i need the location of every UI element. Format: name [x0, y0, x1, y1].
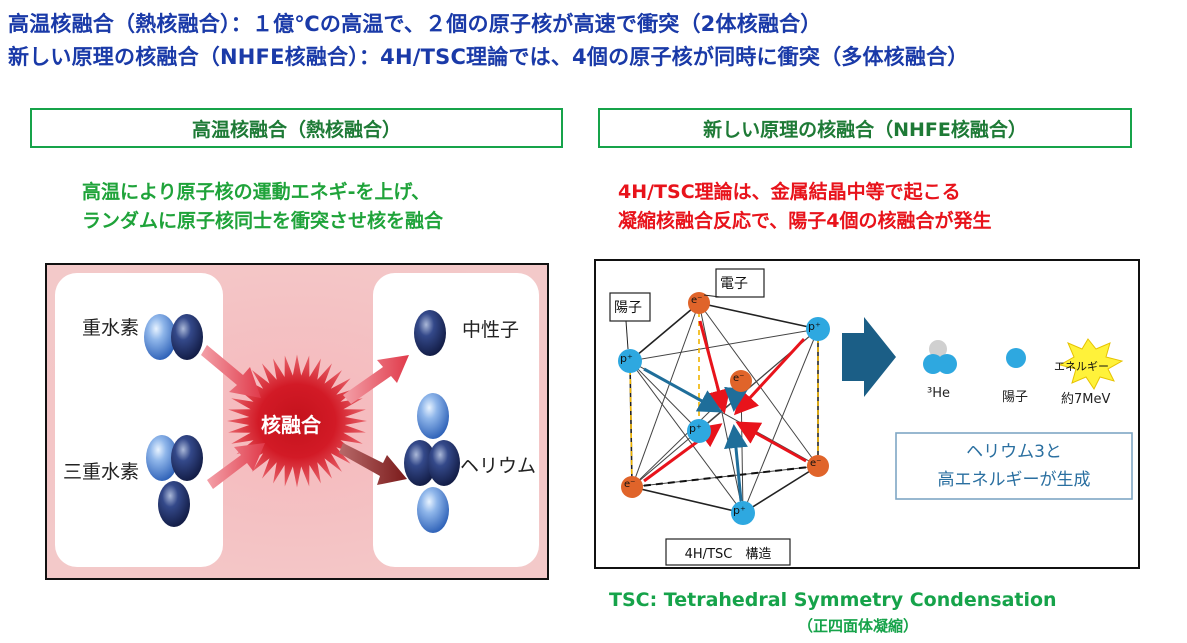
outgoing-arrow-bottom-icon [339, 443, 407, 485]
proton-nodes [618, 317, 830, 525]
tsc-definition-jp: （正四面体凝縮） [798, 617, 919, 635]
result-line-1: ヘリウム3と [966, 442, 1062, 462]
header-line-2: 新しい原理の核融合（NHFE核融合）：4H/TSC理論では、4個の原子核が同時に… [8, 45, 969, 69]
right-description-line-1: 4H/TSC理論は、金属結晶中等で起こる [618, 181, 961, 203]
result-line-2: 高エネルギーが生成 [937, 470, 1091, 490]
deuterium-nucleus-icon [144, 314, 203, 360]
proton-product-label: 陽子 [1002, 390, 1029, 405]
proton-callout: 陽子 [614, 300, 642, 316]
electron-callout: 電子 [720, 276, 748, 292]
left-section-title: 高温核融合（熱核融合） [30, 108, 563, 148]
proton-symbol-1: p⁺ [620, 352, 633, 365]
electron-symbol-1: e⁻ [691, 295, 703, 306]
helium-nucleus-icon [404, 393, 460, 533]
neutron-label: 中性子 [462, 319, 520, 341]
tritium-label: 三重水素 [63, 461, 140, 483]
electron-nodes [621, 292, 829, 498]
thermal-fusion-diagram: 重水素 三重水素 核融合 中性子 ヘリウム [45, 263, 549, 580]
helium-label: ヘリウム [460, 455, 537, 477]
left-description-line-1: 高温により原子核の運動エネギ-を上げ、 [82, 181, 431, 203]
electron-symbol-2: e⁻ [733, 373, 745, 384]
helium3-icon [923, 340, 957, 374]
incoming-arrow-top-icon [201, 345, 261, 398]
structure-label: 4H/TSC 構造 [684, 547, 772, 562]
reaction-arrow-icon [842, 317, 896, 397]
right-section-title: 新しい原理の核融合（NHFE核融合） [598, 108, 1132, 148]
tsc-structure-diagram: p⁺ p⁺ p⁺ p⁺ e⁻ e⁻ e⁻ e⁻ 電子 陽子 ³He 陽子 エネル… [594, 259, 1140, 569]
electron-symbol-3: e⁻ [810, 458, 822, 469]
left-description-line-2: ランダムに原子核同士を衝突させ核を融合 [82, 210, 444, 232]
deuterium-label: 重水素 [82, 317, 140, 339]
proton-symbol-2: p⁺ [808, 320, 821, 333]
fusion-burst-icon [227, 354, 367, 488]
tsc-definition: TSC: Tetrahedral Symmetry Condensation [609, 589, 1057, 611]
energy-burst-icon [1058, 338, 1124, 390]
right-description-line-2: 凝縮核融合反応で、陽子4個の核融合が発生 [618, 210, 992, 232]
header-line-1: 高温核融合（熱核融合）：１億℃の高温で、２個の原子核が高速で衝突（2体核融合） [8, 12, 822, 36]
neutron-icon [414, 310, 446, 356]
energy-label: エネルギー [1054, 360, 1109, 373]
proton-product-icon [1006, 348, 1026, 368]
outgoing-arrow-top-icon [343, 355, 409, 404]
proton-symbol-4: p⁺ [733, 504, 746, 517]
energy-value: 約7MeV [1061, 392, 1111, 407]
tritium-nucleus-icon [146, 435, 203, 527]
proton-symbol-3: p⁺ [689, 422, 702, 435]
incoming-arrow-bottom-icon [207, 443, 265, 489]
helium3-label: ³He [927, 386, 950, 401]
fusion-label: 核融合 [261, 413, 321, 437]
electron-symbol-4: e⁻ [624, 479, 636, 490]
